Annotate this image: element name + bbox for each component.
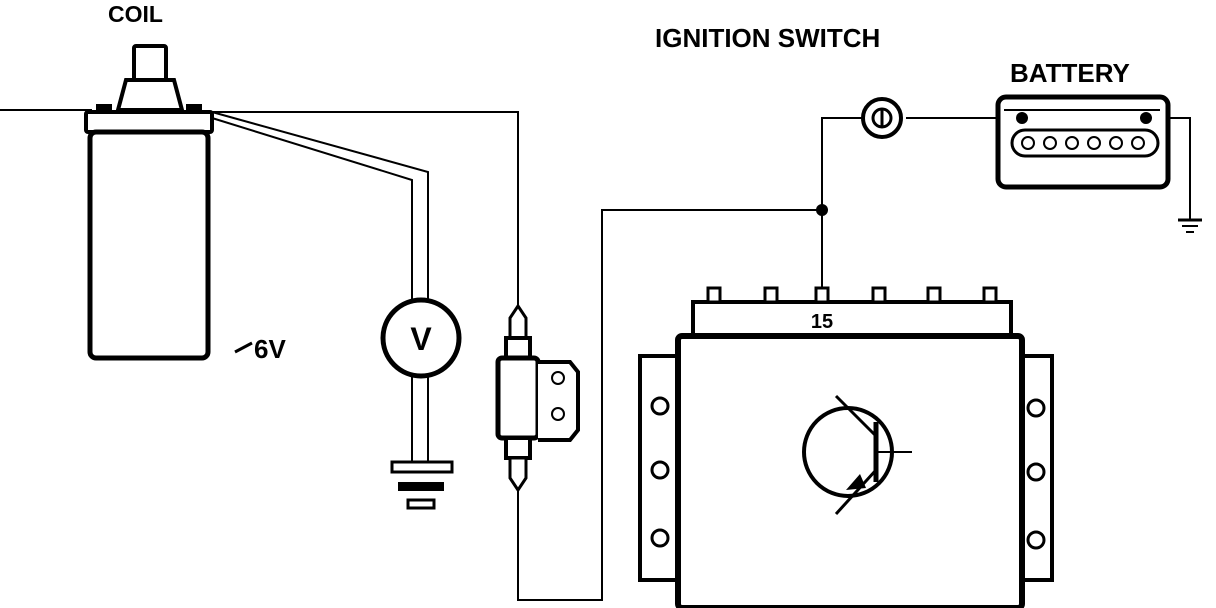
battery-cell-caps [1021, 136, 1145, 150]
switch-to-module-wire [821, 117, 870, 290]
voltmeter-dial [380, 297, 462, 379]
connector-mounting-bracket [538, 360, 580, 442]
coil-collar [84, 110, 214, 134]
voltmeter: V [380, 297, 462, 462]
coil-terminal-left [96, 104, 112, 114]
coil-terminal-right [186, 104, 202, 114]
voltmeter-lead-inner [211, 117, 413, 300]
connector-tip-top [508, 303, 528, 340]
wire-junction-dot [816, 204, 828, 216]
voltmeter-symbol: V [410, 321, 432, 357]
battery-label: BATTERY [1010, 58, 1130, 88]
module-connector-strip [691, 300, 1013, 338]
module-mounting-holes [650, 396, 1046, 550]
coil-cap [115, 78, 185, 112]
coil-tower [132, 44, 168, 82]
bracket-hole-bottom [551, 407, 565, 421]
ignition-control-module: 15 [638, 286, 1054, 608]
voltmeter-ground-symbol [390, 460, 454, 510]
coil-label: COIL [108, 1, 163, 27]
ignition-switch [861, 97, 903, 139]
voltmeter-lead-outer [211, 111, 429, 300]
battery [995, 94, 1171, 190]
battery-positive-terminal [1016, 112, 1028, 124]
connector-tip-bottom [508, 456, 528, 493]
connector-body [495, 355, 541, 441]
connector-to-module-wire [517, 209, 822, 601]
terminal-15-label: 15 [811, 311, 833, 333]
connector-neck-top [504, 336, 532, 360]
connector-neck-bottom [504, 436, 532, 460]
coil-body [87, 129, 211, 361]
battery-negative-terminal [1140, 112, 1152, 124]
wire-connector [495, 303, 580, 493]
bracket-hole-top [551, 371, 565, 385]
voltage-reading-label: 6V [254, 334, 286, 364]
voltage-pointer-tick [234, 341, 253, 354]
coil-to-connector-wire [210, 111, 519, 312]
ignition-switch-label: IGNITION SWITCH [655, 23, 880, 53]
ignition-coil [84, 44, 214, 361]
wiring [0, 109, 1191, 601]
battery-ground-symbol [1178, 218, 1202, 233]
transistor-symbol [802, 394, 912, 516]
module-connector-pins [706, 286, 998, 304]
